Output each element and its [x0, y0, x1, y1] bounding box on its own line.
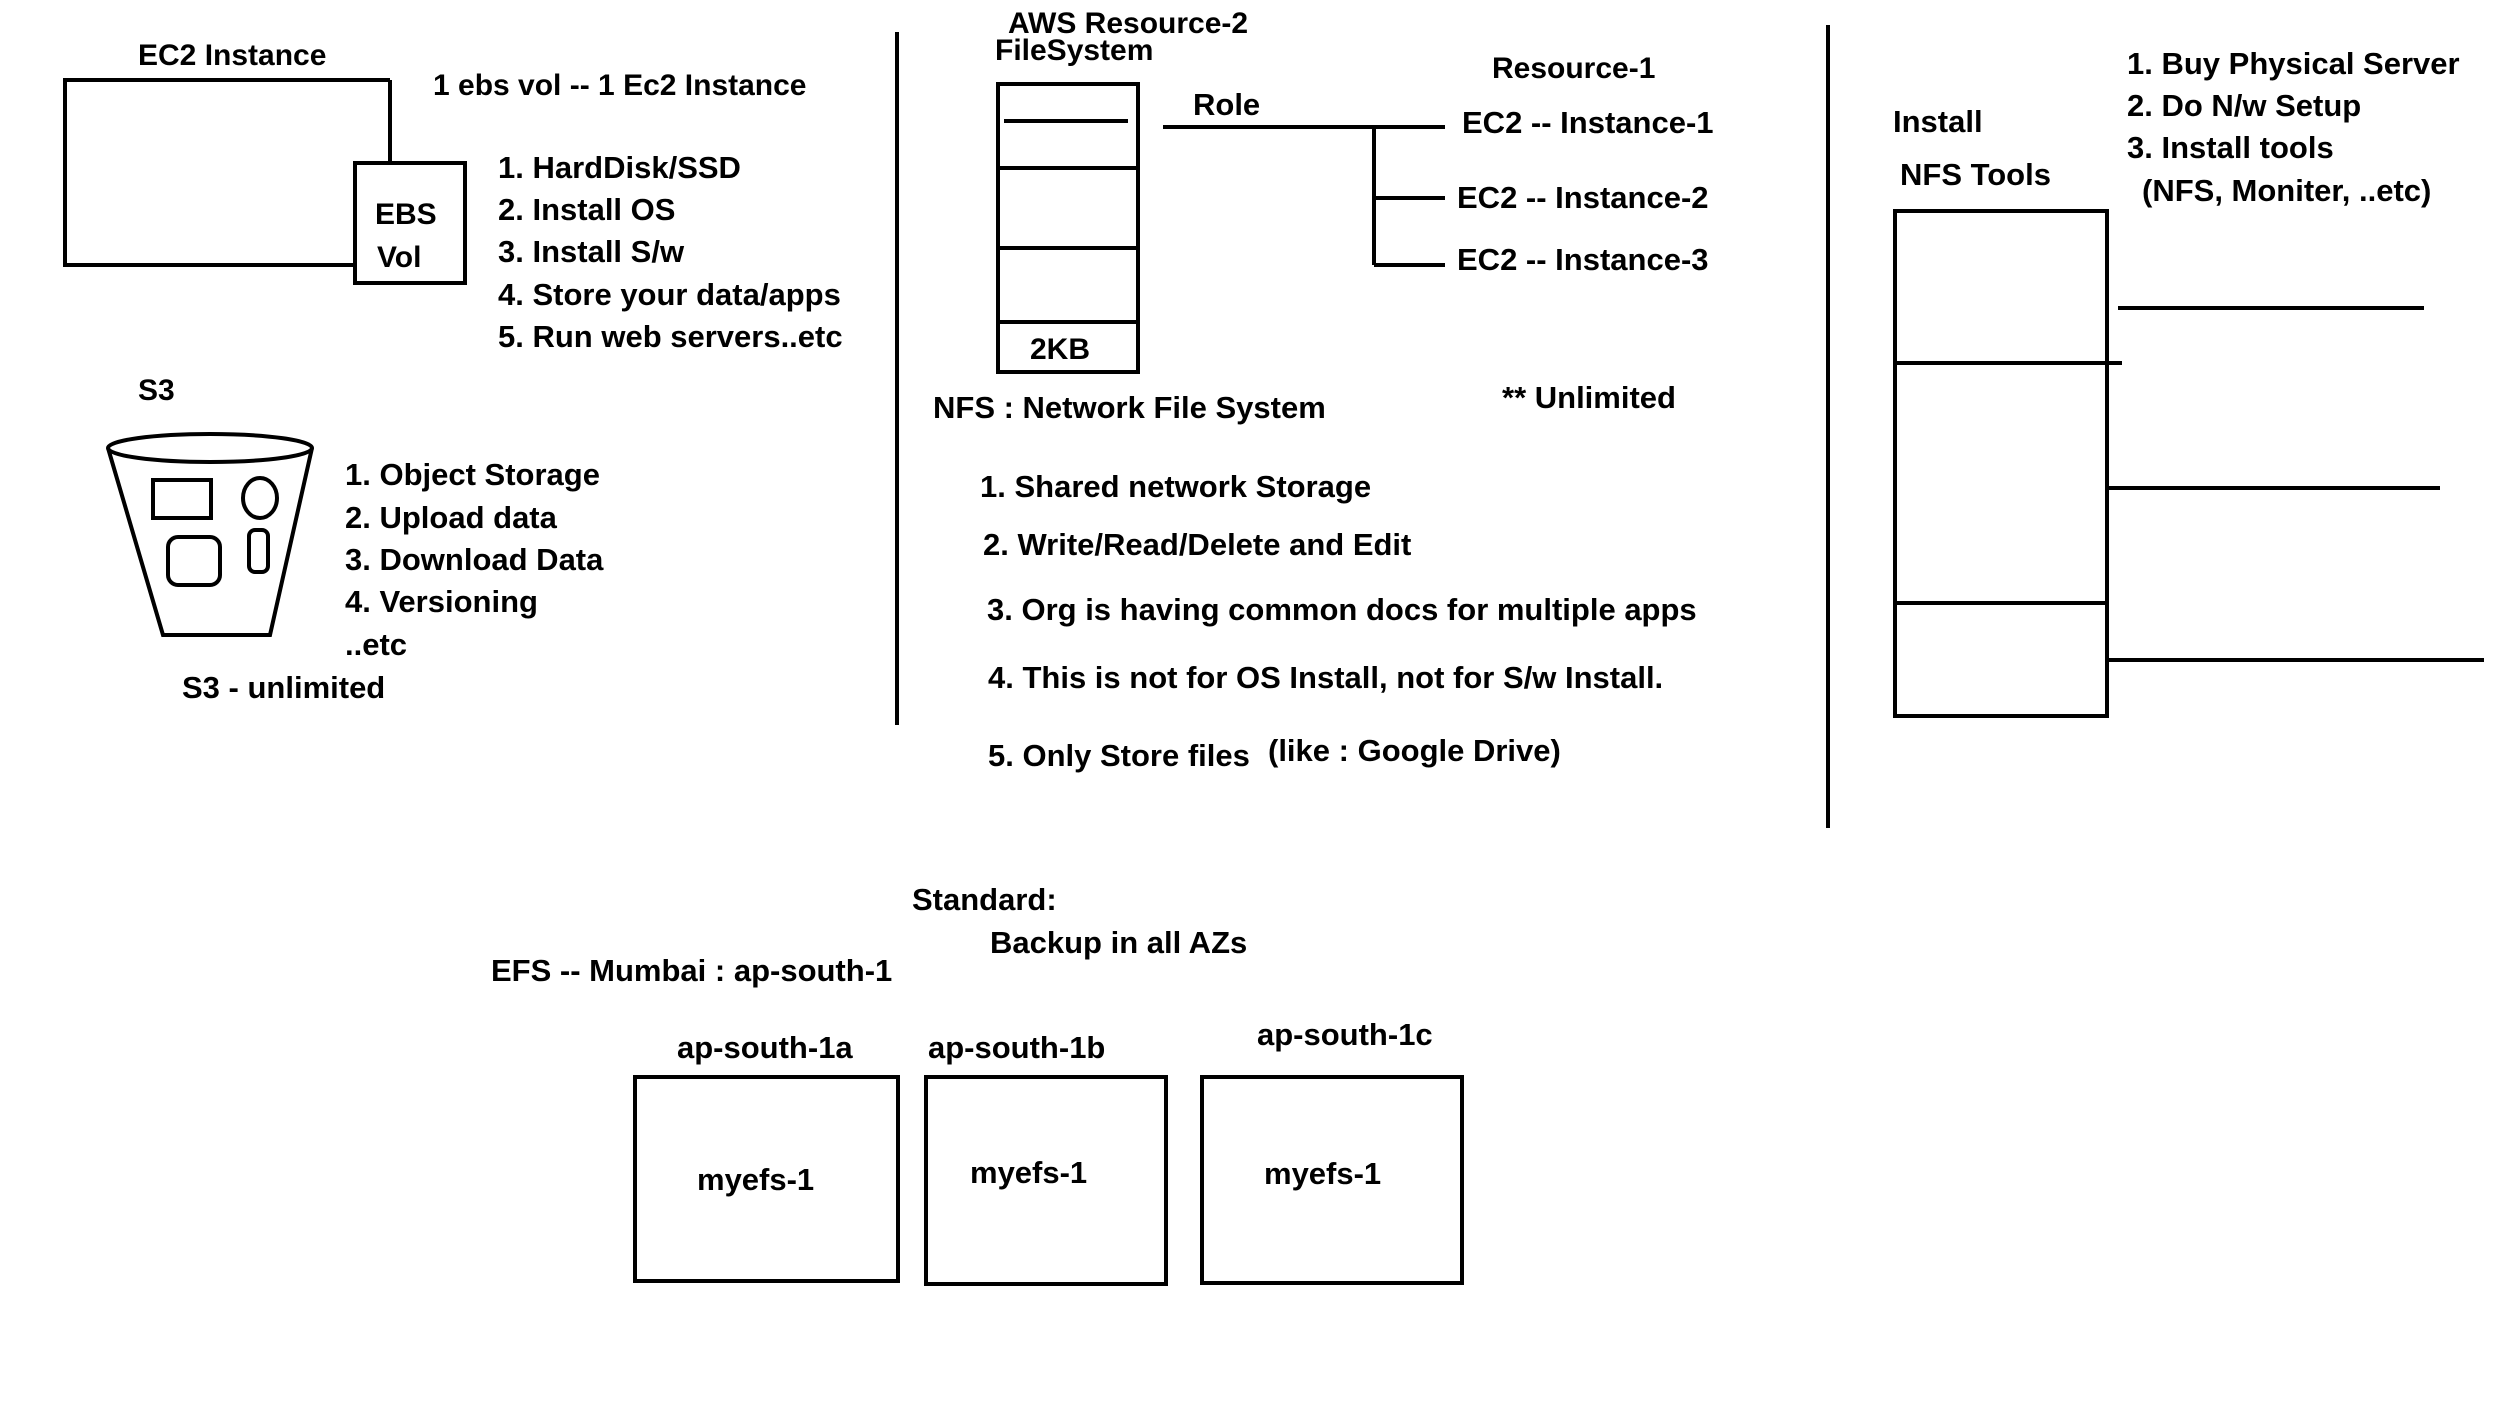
s3-title: S3 — [138, 374, 175, 407]
efs-point-4: 4. This is not for OS Install, not for S… — [988, 660, 1663, 695]
ebs-ec2-relation: 1 ebs vol -- 1 Ec2 Instance — [433, 69, 807, 102]
az-fs-3: myefs-1 — [1264, 1156, 1381, 1191]
ec2-title: EC2 Instance — [138, 39, 326, 72]
nfs-label: NFS : Network File System — [933, 390, 1326, 425]
s3-feature-3: 3. Download Data — [345, 542, 604, 577]
install-label-line2: NFS Tools — [1900, 157, 2051, 192]
s3-feature-5: ..etc — [345, 627, 407, 662]
ec2-instance-2: EC2 -- Instance-2 — [1457, 180, 1709, 215]
az-fs-1: myefs-1 — [697, 1162, 814, 1197]
efs-point-3: 3. Org is having common docs for multipl… — [987, 592, 1697, 627]
az-name-2: ap-south-1b — [928, 1030, 1105, 1065]
physical-server-stack — [1893, 209, 2484, 718]
s3-feature-4: 4. Versioning — [345, 584, 538, 619]
az-box-3 — [1200, 1075, 1464, 1285]
az-name-3: ap-south-1c — [1257, 1017, 1433, 1052]
s3-footer: S3 - unlimited — [182, 670, 385, 705]
ec2-step-5: 5. Run web servers..etc — [498, 319, 843, 354]
ebs-label-line1: EBS — [375, 198, 437, 231]
filesystem-cell-label: 2KB — [1030, 333, 1090, 366]
ec2-step-1: 1. HardDisk/SSD — [498, 150, 741, 185]
efs-title-line1: AWS Resource-2 — [1008, 7, 1248, 40]
ec2-step-3: 3. Install S/w — [498, 234, 685, 269]
s3-feature-1: 1. Object Storage — [345, 457, 600, 492]
ec2-step-4: 4. Store your data/apps — [498, 277, 841, 312]
az-box-2 — [924, 1075, 1168, 1286]
az-box-1 — [633, 1075, 900, 1283]
efs-point-2: 2. Write/Read/Delete and Edit — [983, 527, 1411, 562]
ec2-step-2: 2. Install OS — [498, 192, 675, 227]
efs-point-1: 1. Shared network Storage — [980, 469, 1371, 504]
resource-title: Resource-1 — [1492, 52, 1655, 85]
onprem-step-1: 1. Buy Physical Server — [2127, 46, 2460, 81]
efs-unlimited: ** Unlimited — [1502, 380, 1676, 415]
ebs-vol-box — [353, 161, 467, 285]
ec2-section — [63, 78, 467, 285]
s3-bucket-icon — [106, 432, 314, 637]
onprem-step-2: 2. Do N/w Setup — [2127, 88, 2361, 123]
az-name-1: ap-south-1a — [677, 1030, 853, 1065]
ebs-label-line2: Vol — [377, 241, 421, 274]
role-label: Role — [1193, 87, 1260, 122]
ec2-instance-3: EC2 -- Instance-3 — [1457, 242, 1709, 277]
onprem-step-3: 3. Install tools — [2127, 130, 2334, 165]
efs-title-line2: FileSystem — [995, 34, 1153, 67]
az-fs-2: myefs-1 — [970, 1155, 1087, 1190]
s3-feature-2: 2. Upload data — [345, 500, 558, 535]
efs-region-label: EFS -- Mumbai : ap-south-1 — [491, 953, 892, 988]
role-connector — [1163, 125, 1445, 267]
efs-point-5: 5. Only Store files — [988, 738, 1250, 773]
install-label-line1: Install — [1893, 104, 1983, 139]
backup-label: Backup in all AZs — [990, 925, 1247, 960]
ec2-instance-box — [63, 78, 390, 267]
standard-label: Standard: — [912, 882, 1057, 917]
filesystem-stack — [996, 82, 1140, 374]
onprem-step-3-note: (NFS, Moniter, ..etc) — [2142, 173, 2431, 208]
ec2-instance-1: EC2 -- Instance-1 — [1462, 105, 1714, 140]
az-boxes — [633, 1075, 1464, 1286]
efs-point-5-note: (like : Google Drive) — [1268, 733, 1561, 768]
